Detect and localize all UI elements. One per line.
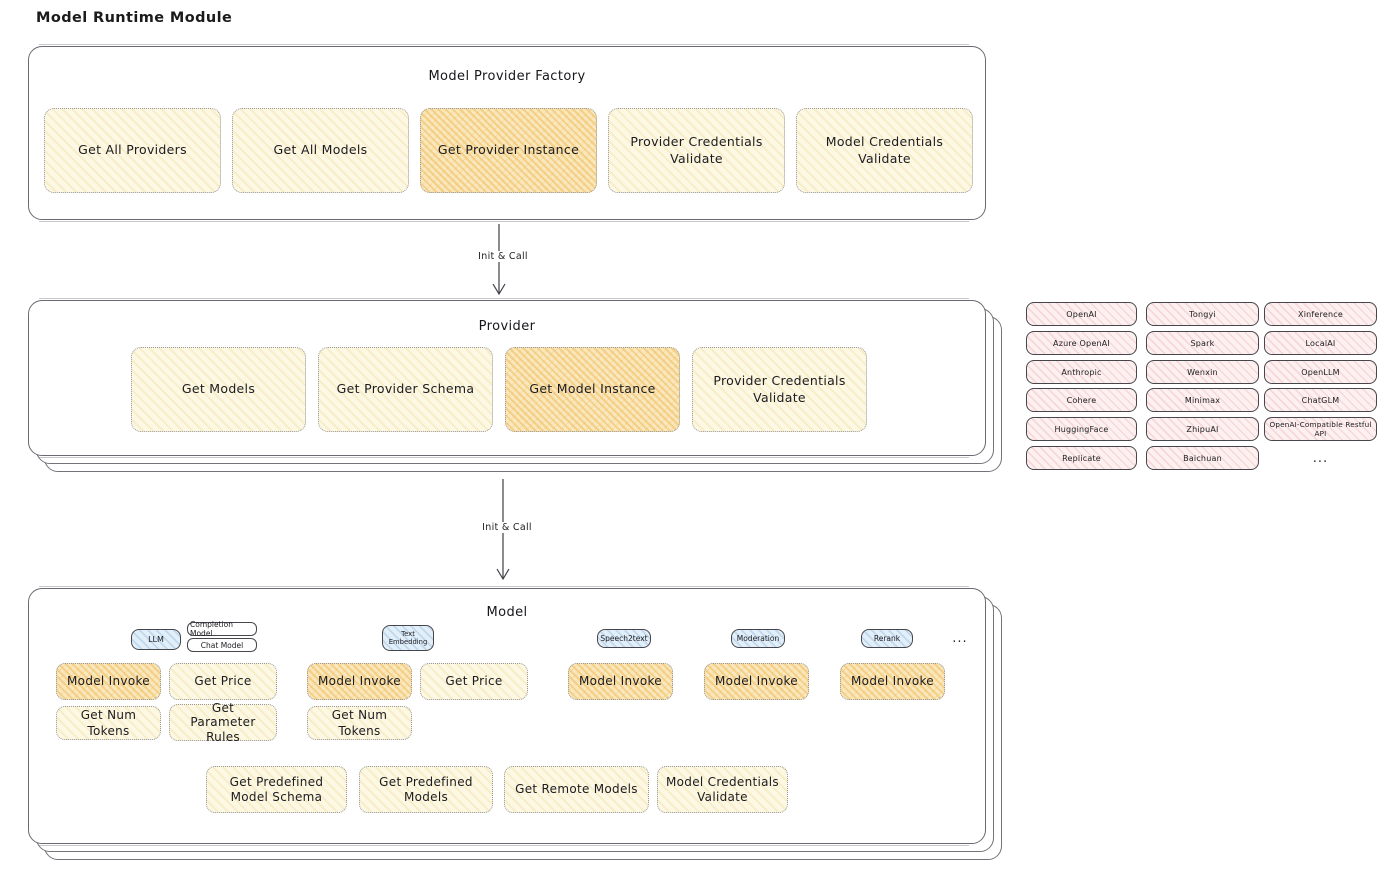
model-title: Model: [486, 605, 528, 620]
provider-title: Provider: [478, 319, 536, 334]
model-panel: Model LLM Completion Model Chat Model Te…: [28, 586, 986, 846]
provider-pill-replicate: Replicate: [1026, 446, 1137, 470]
model-box-get-remote-models: Get Remote Models: [504, 766, 649, 813]
provider-box-provider-credentials-validate: Provider Credentials Validate: [692, 347, 867, 432]
init-call-label-2: Init & Call: [474, 522, 540, 533]
provider-pill-wenxin: Wenxin: [1146, 360, 1259, 384]
model-box-moderation-model-invoke: Model Invoke: [704, 663, 809, 700]
factory-box-get-all-models: Get All Models: [232, 108, 409, 193]
tag-moderation: Moderation: [731, 629, 785, 648]
provider-pill-openai-compatible: OpenAI-Compatible Restful API: [1264, 417, 1377, 441]
factory-box-provider-credentials-validate: Provider Credentials Validate: [608, 108, 785, 193]
tag-rerank: Rerank: [861, 629, 913, 648]
provider-pill-localai: LocalAI: [1264, 331, 1377, 355]
factory-panel: Model Provider Factory Get All Providers…: [28, 44, 986, 222]
tag-chat-model: Chat Model: [187, 638, 257, 652]
provider-pill-cohere: Cohere: [1026, 388, 1137, 412]
provider-pill-huggingface: HuggingFace: [1026, 417, 1137, 441]
model-box-llm-get-price: Get Price: [169, 663, 277, 700]
provider-grid-ellipsis: ...: [1312, 450, 1329, 466]
model-box-model-credentials-validate: Model Credentials Validate: [657, 766, 788, 813]
model-box-llm-get-parameter-rules: Get Parameter Rules: [169, 701, 277, 744]
diagram-title: Model Runtime Module: [36, 10, 233, 26]
init-call-label-1: Init & Call: [470, 251, 536, 262]
provider-pill-chatglm: ChatGLM: [1264, 388, 1377, 412]
provider-pill-anthropic: Anthropic: [1026, 360, 1137, 384]
model-box-get-predefined-model-schema: Get Predefined Model Schema: [206, 766, 347, 813]
factory-box-model-credentials-validate: Model Credentials Validate: [796, 108, 973, 193]
provider-box-get-models: Get Models: [131, 347, 306, 432]
tag-speech2text: Speech2text: [597, 629, 651, 648]
factory-box-get-provider-instance: Get Provider Instance: [420, 108, 597, 193]
model-box-embedding-get-num-tokens: Get Num Tokens: [307, 706, 412, 740]
tag-text-embedding: Text Embedding: [382, 625, 434, 651]
provider-pill-spark: Spark: [1146, 331, 1259, 355]
provider-pill-azure-openai: Azure OpenAI: [1026, 331, 1137, 355]
provider-pill-baichuan: Baichuan: [1146, 446, 1259, 470]
provider-pill-xinference: Xinference: [1264, 302, 1377, 326]
provider-pill-openai: OpenAI: [1026, 302, 1137, 326]
model-box-rerank-model-invoke: Model Invoke: [840, 663, 945, 700]
provider-pill-zhipuai: ZhipuAI: [1146, 417, 1259, 441]
provider-panel: Provider Get Models Get Provider Schema …: [28, 298, 986, 458]
model-box-embedding-get-price: Get Price: [420, 663, 528, 700]
model-box-get-predefined-models: Get Predefined Models: [359, 766, 493, 813]
model-box-llm-get-num-tokens: Get Num Tokens: [56, 706, 161, 740]
model-tags-ellipsis: ...: [952, 630, 968, 646]
provider-box-get-model-instance: Get Model Instance: [505, 347, 680, 432]
factory-title: Model Provider Factory: [428, 69, 586, 84]
model-box-embedding-model-invoke: Model Invoke: [307, 663, 412, 700]
provider-pill-tongyi: Tongyi: [1146, 302, 1259, 326]
provider-box-get-provider-schema: Get Provider Schema: [318, 347, 493, 432]
tag-llm: LLM: [131, 629, 181, 650]
factory-box-get-all-providers: Get All Providers: [44, 108, 221, 193]
tag-completion-model: Completion Model: [187, 620, 257, 638]
provider-pill-minimax: Minimax: [1146, 388, 1259, 412]
model-box-speech2text-model-invoke: Model Invoke: [568, 663, 673, 700]
provider-pill-openllm: OpenLLM: [1264, 360, 1377, 384]
model-box-llm-model-invoke: Model Invoke: [56, 663, 161, 700]
